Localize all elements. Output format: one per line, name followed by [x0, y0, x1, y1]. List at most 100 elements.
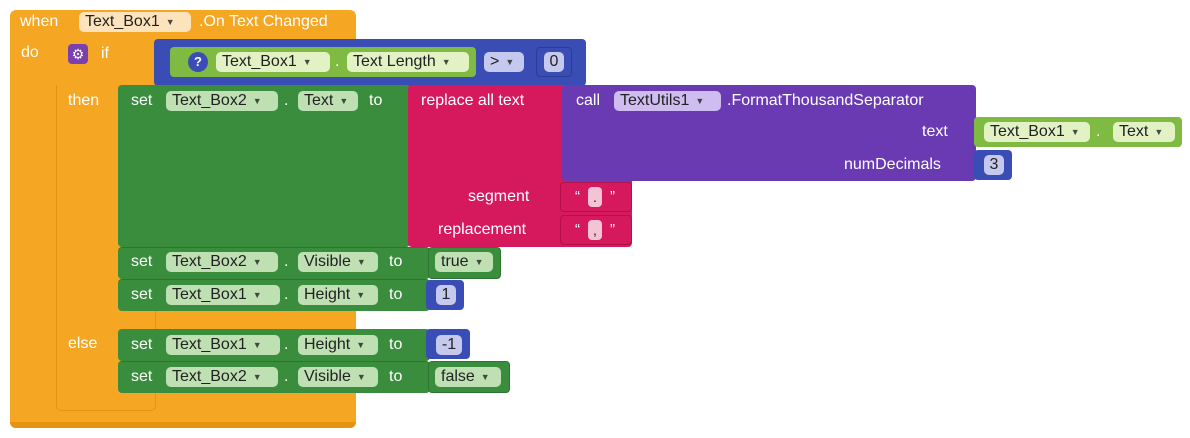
height-value-minus-one[interactable]: -1: [436, 335, 462, 355]
gear-icon[interactable]: ⚙: [68, 44, 88, 64]
chevron-down-icon: ▼: [356, 372, 366, 382]
text-getter-component-dropdown[interactable]: Text_Box1 ▼: [984, 122, 1090, 142]
event-name-label: .On Text Changed: [199, 13, 328, 30]
set-visible-property-dropdown[interactable]: Visible ▼: [298, 252, 378, 272]
do-label: do: [21, 44, 39, 61]
set-label: set: [131, 368, 153, 385]
set-label: set: [131, 286, 153, 303]
else-set-visible-component-label: Text_Box2: [172, 368, 247, 386]
set-text-component-dropdown[interactable]: Text_Box2 ▼: [166, 91, 278, 111]
operator-label: >: [490, 53, 500, 71]
else-set-height-property-dropdown[interactable]: Height ▼: [298, 335, 378, 355]
quote-close: ”: [610, 188, 615, 205]
dot-label: .: [284, 92, 289, 109]
else-label: else: [68, 335, 98, 352]
else-set-height-property-label: Height: [304, 336, 351, 354]
boolean-dropdown-true[interactable]: true ▼: [435, 252, 493, 272]
set-height-component-dropdown[interactable]: Text_Box1 ▼: [166, 285, 280, 305]
chevron-down-icon: ▼: [302, 57, 312, 67]
condition-component-dropdown[interactable]: Text_Box1 ▼: [216, 52, 330, 72]
numdecimals-param-label: numDecimals: [844, 156, 941, 173]
number-value-zero[interactable]: 0: [544, 52, 564, 72]
set-text-block[interactable]: [118, 85, 410, 247]
set-text-component-label: Text_Box2: [172, 92, 247, 110]
set-label: set: [131, 253, 153, 270]
set-visible-component-dropdown[interactable]: Text_Box2 ▼: [166, 252, 278, 272]
else-set-height-component-dropdown[interactable]: Text_Box1 ▼: [166, 335, 280, 355]
else-set-visible-property-dropdown[interactable]: Visible ▼: [298, 367, 378, 387]
event-component-label: Text_Box1: [85, 13, 160, 31]
chevron-down-icon: ▼: [474, 257, 484, 267]
else-set-visible-property-label: Visible: [304, 368, 351, 386]
event-block-shadow: [10, 422, 356, 428]
text-getter-component-label: Text_Box1: [990, 123, 1065, 141]
dot-label: .: [335, 53, 340, 70]
replace-all-text-label: replace all text: [421, 92, 525, 109]
when-label: when: [20, 13, 59, 30]
segment-value[interactable]: .: [588, 187, 602, 207]
condition-property-label: Text Length: [353, 53, 436, 71]
boolean-dropdown-false[interactable]: false ▼: [435, 367, 501, 387]
chevron-down-icon: ▼: [441, 57, 451, 67]
set-text-property-label: Text: [304, 92, 334, 110]
call-component-label: TextUtils1: [620, 92, 690, 110]
set-height-property-label: Height: [304, 286, 351, 304]
set-height-component-label: Text_Box1: [172, 286, 247, 304]
event-component-dropdown[interactable]: Text_Box1 ▼: [79, 12, 191, 32]
else-set-visible-component-dropdown[interactable]: Text_Box2 ▼: [166, 367, 278, 387]
dot-label: .: [284, 368, 289, 385]
dot-label: .: [284, 286, 289, 303]
chevron-down-icon: ▼: [1154, 127, 1164, 137]
text-param-label: text: [922, 123, 948, 140]
chevron-down-icon: ▼: [695, 96, 705, 106]
chevron-down-icon: ▼: [339, 96, 349, 106]
segment-label: segment: [468, 188, 530, 205]
set-label: set: [131, 336, 153, 353]
quote-close: ”: [610, 221, 615, 238]
to-label: to: [389, 253, 403, 270]
set-visible-component-label: Text_Box2: [172, 253, 247, 271]
height-value-one[interactable]: 1: [436, 285, 456, 305]
set-text-property-dropdown[interactable]: Text ▼: [298, 91, 358, 111]
boolean-label: false: [441, 368, 475, 386]
chevron-down-icon: ▼: [480, 372, 490, 382]
chevron-down-icon: ▼: [356, 257, 366, 267]
replacement-value[interactable]: ,: [588, 220, 602, 240]
quote-open: “: [575, 188, 580, 205]
operator-dropdown[interactable]: >▼: [484, 52, 524, 72]
boolean-label: true: [441, 253, 469, 271]
set-label: set: [131, 92, 153, 109]
numdecimals-value[interactable]: 3: [984, 155, 1004, 175]
call-component-dropdown[interactable]: TextUtils1 ▼: [614, 91, 721, 111]
to-label: to: [369, 92, 383, 109]
set-visible-property-label: Visible: [304, 253, 351, 271]
help-icon[interactable]: ?: [188, 52, 208, 72]
text-getter-property-label: Text: [1119, 123, 1149, 141]
call-label: call: [576, 92, 601, 109]
dot-label: .: [284, 336, 289, 353]
chevron-down-icon: ▼: [252, 340, 262, 350]
condition-component-label: Text_Box1: [222, 53, 297, 71]
chevron-down-icon: ▼: [165, 17, 175, 27]
then-label: then: [68, 92, 100, 109]
dot-label: .: [284, 253, 289, 270]
to-label: to: [389, 336, 403, 353]
quote-open: “: [575, 221, 580, 238]
chevron-down-icon: ▼: [252, 290, 262, 300]
dot-label: .: [1096, 123, 1101, 140]
condition-property-dropdown[interactable]: Text Length ▼: [347, 52, 469, 72]
else-set-height-component-label: Text_Box1: [172, 336, 247, 354]
text-getter-property-dropdown[interactable]: Text ▼: [1113, 122, 1175, 142]
chevron-down-icon: ▼: [252, 257, 262, 267]
chevron-down-icon: ▼: [252, 96, 262, 106]
if-label: if: [101, 45, 109, 62]
chevron-down-icon: ▼: [252, 372, 262, 382]
chevron-down-icon: ▼: [505, 57, 515, 67]
chevron-down-icon: ▼: [1070, 127, 1080, 137]
chevron-down-icon: ▼: [356, 290, 366, 300]
method-label: .FormatThousandSeparator: [727, 92, 924, 109]
chevron-down-icon: ▼: [356, 340, 366, 350]
to-label: to: [389, 286, 403, 303]
set-height-property-dropdown[interactable]: Height ▼: [298, 285, 378, 305]
replacement-label: replacement: [438, 221, 527, 238]
